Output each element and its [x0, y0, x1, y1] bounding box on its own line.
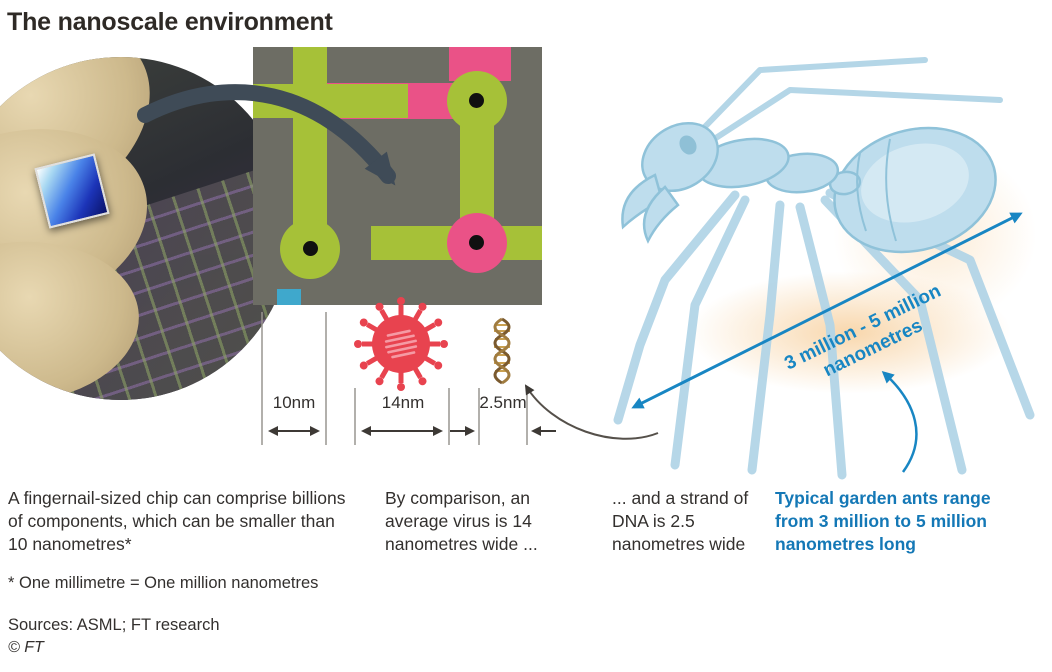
ant-antennae: [692, 57, 1003, 148]
virus-icon: [354, 297, 448, 391]
circuit-green-hbar-top: [253, 84, 408, 118]
copyright: © FT: [8, 639, 44, 656]
caption-ant: Typical garden ants range from 3 million…: [775, 488, 991, 555]
chip-circuit-diagram: [253, 47, 542, 305]
footnote: * One millimetre = One million nanometre…: [8, 574, 319, 592]
measurement-label-virus: 14nm: [381, 393, 425, 412]
sources: Sources: ASML; FT research: [8, 616, 220, 634]
caption-dna: ... and a strand of DNA is 2.5 nanometre…: [612, 488, 749, 555]
node-contact-dot: [469, 93, 484, 108]
caption-virus: By comparison, an average virus is 14 na…: [385, 488, 538, 555]
measurement-ticks: [261, 312, 528, 445]
node-contact-dot: [469, 235, 484, 250]
circuit-green-vbar-left: [293, 47, 327, 247]
dna-helix-icon: [493, 317, 511, 385]
measurement-label-dna: 2.5nm: [479, 393, 527, 412]
measurement-label-chip: 10nm: [272, 393, 316, 412]
fingertip-chip-photo: [0, 57, 292, 400]
page-title: The nanoscale environment: [7, 8, 333, 36]
ant-eye: [679, 135, 697, 155]
ant-illustration: [613, 57, 1035, 480]
circuit-blue-element: [277, 289, 301, 305]
caption-chip: A fingernail-sized chip can comprise bil…: [8, 488, 346, 555]
node-contact-dot: [303, 241, 318, 256]
